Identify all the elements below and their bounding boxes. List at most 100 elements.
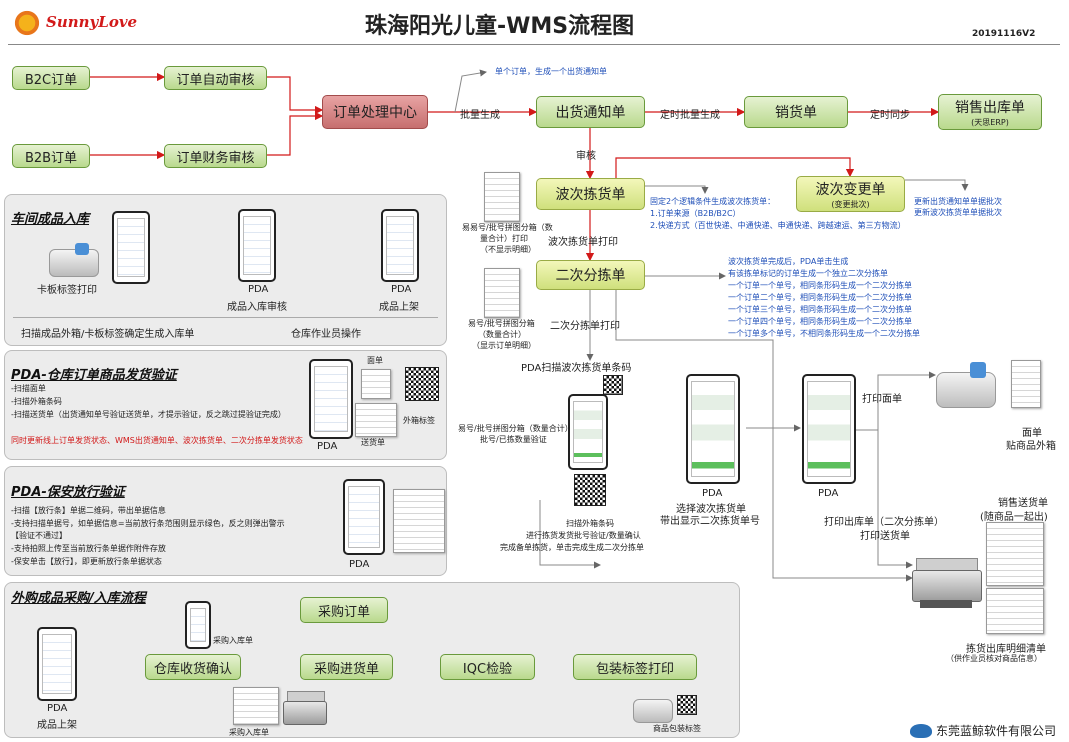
- note-wave-rule-title: 固定2个逻辑条件生成波次拣货单：: [650, 197, 776, 206]
- delivery-doc: [986, 522, 1044, 586]
- panel4-pack-label: 商品包装标签: [653, 724, 701, 733]
- node-b2b-order[interactable]: B2B订单: [12, 144, 90, 168]
- node-finance-audit[interactable]: 订单财务审核: [164, 144, 267, 168]
- company-logo-icon: [910, 724, 932, 738]
- logo-text: SunnyLove: [46, 13, 138, 31]
- node-sales-out[interactable]: 销售出库单 (天思ERP): [938, 94, 1042, 130]
- note-single-order: 单个订单，生成一个出货通知单: [495, 67, 607, 76]
- wave-doc-text-3: （不显示明细）: [480, 245, 536, 254]
- pda1-sub-label: 成品入库审核: [227, 302, 287, 313]
- second-doc-text-2: （数量合计）: [478, 330, 526, 339]
- label-timed-batch: 定时批量生成: [660, 110, 720, 121]
- node-wave-pick[interactable]: 波次拣货单: [536, 178, 645, 210]
- pda-mid-text-1: 选择波次拣货单: [676, 504, 746, 515]
- second-sort-doc: [484, 268, 520, 318]
- pda-mid-label: PDA: [702, 488, 723, 499]
- panel1-footer-1: 扫描成品外箱/卡板标签确定生成入库单: [21, 329, 195, 340]
- sun-icon: [12, 8, 42, 38]
- panel-pda-ship-verify: PDA-仓库订单商品发货验证 -扫描面单 -扫描外箱条码 -扫描送货单（出货通知…: [4, 350, 447, 460]
- note-change-2: 更新波次拣货单单据批次: [914, 208, 1002, 217]
- guard-line-1: -扫描【放行条】单据二维码，带出单据信息: [11, 506, 166, 515]
- ship-verify-line-2: -扫描外箱条码: [11, 397, 62, 406]
- pda2-sub-label: 成品上架: [379, 302, 419, 313]
- node-sales-order[interactable]: 销货单: [744, 96, 848, 128]
- scan-verify-text: 进行拣货发货批号验证/数量确认: [526, 531, 641, 540]
- panel2-box-qr: [405, 367, 439, 401]
- pda-shelving: [381, 209, 419, 282]
- panel-purchase-inbound: 外购成品采购/入库流程 PDA 成品上架 采购入库单 采购订单 仓库收货确认 采…: [4, 582, 740, 738]
- pda-receive: [185, 601, 211, 649]
- node-purchase-receive[interactable]: 采购进货单: [300, 654, 393, 680]
- scan-done-text: 完成备单拣货，单击完成生成二次分拣单: [500, 543, 644, 552]
- node-iqc[interactable]: IQC检验: [440, 654, 535, 680]
- label-print-face: 打印面单: [862, 394, 902, 405]
- label-print-out-1: 打印出库单（二次分拣单）: [824, 517, 944, 528]
- panel2-delivery-label: 送货单: [361, 438, 385, 447]
- note-second-rule-7: 一个订单多个单号，不相同条形码生成一个二次分拣单: [728, 329, 920, 338]
- panel4-label-printer-icon: [633, 693, 673, 723]
- panel2-face-label: 面单: [367, 356, 383, 365]
- node-wave-change-label: 波次变更单: [815, 181, 886, 198]
- scan-outer-text: 扫描外箱条码: [566, 519, 614, 528]
- node-wave-change[interactable]: 波次变更单 (变更批次): [796, 176, 905, 212]
- laser-printer-icon: [912, 558, 982, 610]
- pda2-label: PDA: [391, 284, 412, 295]
- panel2-box-label: 外箱标签: [403, 416, 435, 425]
- panel3-pda-label: PDA: [349, 559, 370, 570]
- face-sheet-doc: [1011, 360, 1041, 408]
- pallet-label-printer-icon: [49, 243, 99, 277]
- second-doc-text-3: （显示订单明细）: [472, 341, 536, 350]
- node-pack-label-print[interactable]: 包装标签打印: [573, 654, 697, 680]
- panel4-recv-doc-label: 采购入库单: [213, 636, 253, 645]
- out-detail-label-1: 拣货出库明细清单: [966, 644, 1046, 655]
- node-sales-out-sub: (天思ERP): [971, 117, 1009, 127]
- note-wave-rule-1: 1.订单来源（B2B/B2C）: [650, 209, 741, 218]
- label-timed-sync: 定时同步: [870, 110, 910, 121]
- label-second-print: 二次分拣单打印: [550, 321, 620, 332]
- note-second-rule-2: 有该拣单标记的订单生成一个独立二次分拣单: [728, 269, 888, 278]
- guard-line-4: -支持拍照上传至当前放行条单据作附件存放: [11, 544, 166, 553]
- node-warehouse-confirm[interactable]: 仓库收货确认: [145, 654, 241, 680]
- panel4-recv-print-label: 采购入库单: [229, 728, 269, 737]
- node-ship-notice[interactable]: 出货通知单: [536, 96, 645, 128]
- outer-box-qr: [574, 474, 606, 506]
- pda-ship-verify: [309, 359, 353, 439]
- ship-verify-line-3: -扫描送货单（出货通知单号验证送货单，才提示验证，反之跳过提验证完成）: [11, 410, 286, 419]
- guard-line-3: 【验证不通过】: [11, 531, 67, 540]
- note-second-rule-3: 一个订单一个单号，相同条形码生成一个二次分拣单: [728, 281, 912, 290]
- label-print-out-2: 打印送货单: [860, 531, 910, 542]
- scan-doc-text-2: 批号/已拣数量验证: [480, 435, 547, 444]
- node-b2c-order[interactable]: B2C订单: [12, 66, 90, 90]
- wave-barcode-qr: [603, 375, 623, 395]
- guard-line-2: -支持扫描单据号，如单据信息=当前放行条范围则显示绿色，反之则弹出警示: [11, 519, 285, 528]
- panel-workshop-title: 车间成品入库: [11, 212, 90, 227]
- delivery-label-1: 销售送货单: [998, 498, 1048, 509]
- node-order-center[interactable]: 订单处理中心: [322, 95, 428, 129]
- label-pda-scan: PDA扫描波次拣货单条码: [521, 363, 632, 374]
- node-purchase-order[interactable]: 采购订单: [300, 597, 388, 623]
- panel2-pda-label: PDA: [317, 441, 338, 452]
- company-name: 东莞蓝鲸软件有限公司: [936, 724, 1057, 738]
- face-sub-label: 贴商品外箱: [1006, 441, 1056, 452]
- note-second-rule-5: 一个订单三个单号，相同条形码生成一个二次分拣单: [728, 305, 912, 314]
- note-wave-rule-2: 2.快递方式（百世快递、中通快递、申通快递、跨越速运、第三方物流）: [650, 221, 906, 230]
- face-label: 面单: [1022, 428, 1042, 439]
- release-slip-doc: [393, 489, 445, 553]
- panel-guard-release: PDA-保安放行验证 -扫描【放行条】单据二维码，带出单据信息 -支持扫描单据号…: [4, 466, 447, 576]
- pda-scan-device: [568, 394, 608, 470]
- pda1-label: PDA: [248, 284, 269, 295]
- panel-purchase-title: 外购成品采购/入库流程: [11, 591, 146, 606]
- wave-doc-text-1: 易易号/批号拼图分箱（数: [462, 223, 553, 232]
- wave-doc-text-2: 量合计）打印: [480, 234, 528, 243]
- panel1-footer-2: 仓库作业员操作: [291, 329, 361, 340]
- note-second-rule-1: 波次拣货单完成后，PDA单击生成: [728, 257, 849, 266]
- pda-print-device: [802, 374, 856, 484]
- note-second-rule-6: 一个订单四个单号，相同条形码生成一个二次分拣单: [728, 317, 912, 326]
- node-auto-audit[interactable]: 订单自动审核: [164, 66, 267, 90]
- label-wave-print: 波次拣货单打印: [548, 237, 618, 248]
- pda-mid-text-2: 带出显示二次拣货单号: [660, 516, 760, 527]
- node-second-sort[interactable]: 二次分拣单: [536, 260, 645, 290]
- label-batch-gen: 批量生成: [460, 110, 500, 121]
- out-detail-doc: [986, 588, 1044, 634]
- guard-line-5: -保安单击【放行】，即更新放行条单据状态: [11, 557, 162, 566]
